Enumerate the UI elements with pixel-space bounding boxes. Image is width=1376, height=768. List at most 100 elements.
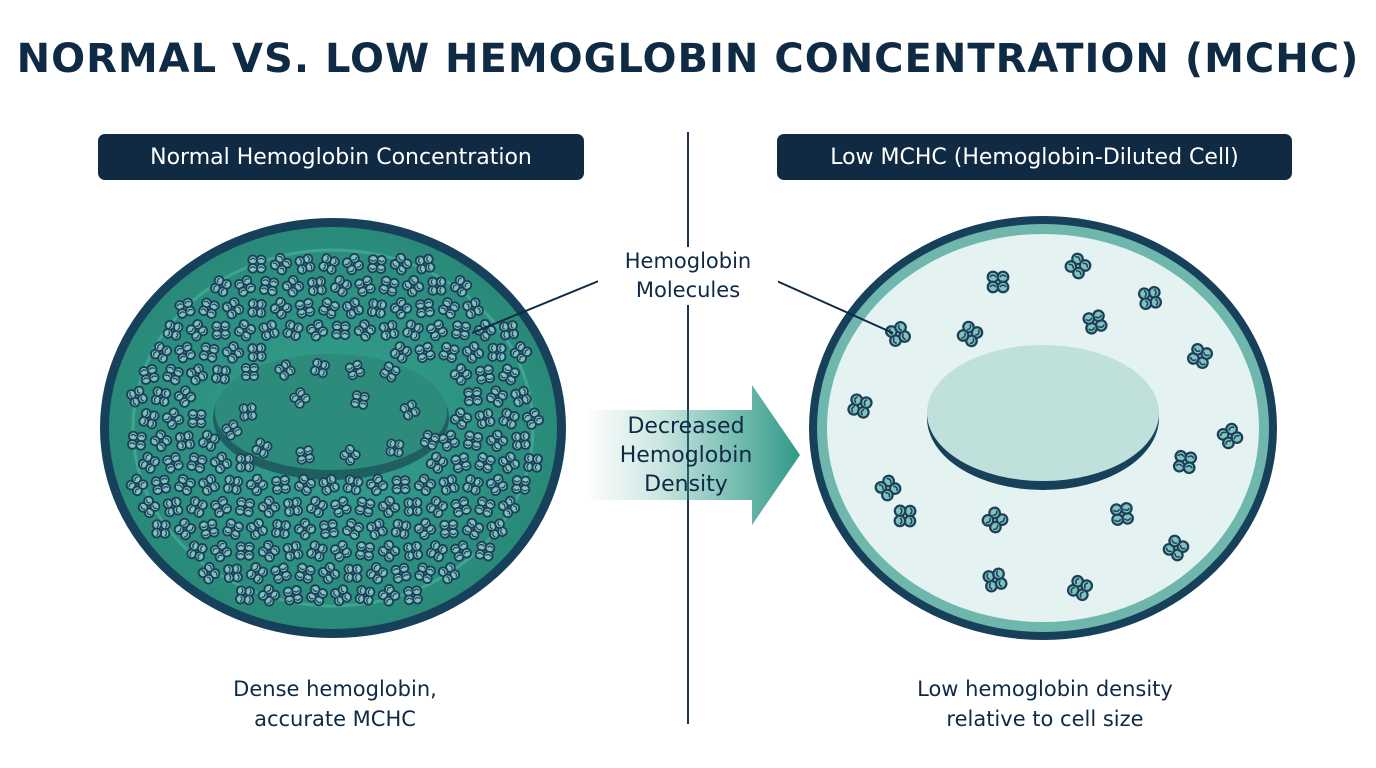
- dense-hemoglobin-molecule: [281, 274, 305, 298]
- dense-hemoglobin-molecule: [389, 252, 413, 276]
- dense-hemoglobin-molecule: [462, 474, 484, 496]
- dense-hemoglobin-molecule: [305, 584, 329, 607]
- dense-hemoglobin-molecule: [425, 495, 449, 519]
- dense-hemoglobin-molecule: [474, 496, 496, 518]
- dense-hemoglobin-molecule: [425, 451, 449, 475]
- dense-hemoglobin-molecule: [257, 495, 281, 519]
- dense-hemoglobin-molecule: [377, 495, 401, 519]
- dense-hemoglobin-molecule: [162, 363, 184, 386]
- dense-hemoglobin-molecule: [497, 451, 521, 474]
- dense-hemoglobin-molecule: [377, 583, 401, 607]
- dense-hemoglobin-molecule: [198, 297, 220, 319]
- dense-hemoglobin-molecule: [498, 320, 520, 341]
- dense-hemoglobin-molecule: [438, 429, 460, 452]
- dense-hemoglobin-molecule: [365, 561, 389, 585]
- dense-hemoglobin-molecule: [413, 517, 437, 541]
- dense-hemoglobin-molecule: [186, 496, 208, 518]
- decrease-arrow: [585, 385, 800, 525]
- dense-hemoglobin-molecule: [462, 297, 484, 320]
- dense-hemoglobin-molecule: [162, 319, 184, 341]
- dense-hemoglobin-molecule: [399, 399, 421, 421]
- dense-hemoglobin-molecule: [258, 275, 280, 297]
- dense-hemoglobin-molecule: [419, 429, 441, 451]
- sparse-hemoglobin-molecule: [1110, 502, 1134, 526]
- dense-hemoglobin-molecule: [247, 298, 267, 319]
- normal-panel-label: Normal Hemoglobin Concentration: [98, 134, 584, 180]
- dense-hemoglobin-molecule: [162, 496, 184, 518]
- dense-hemoglobin-molecule: [282, 585, 304, 606]
- sparse-hemoglobin-molecule: [1137, 285, 1163, 311]
- dense-hemoglobin-molecule: [354, 585, 376, 606]
- arrow-label: Decreased Hemoglobin Density: [596, 412, 776, 499]
- dense-hemoglobin-molecule: [197, 429, 221, 452]
- dense-hemoglobin-molecule: [222, 474, 244, 496]
- dense-hemoglobin-molecule: [474, 540, 496, 562]
- dense-hemoglobin-molecule: [449, 363, 473, 386]
- dense-hemoglobin-molecule: [305, 319, 329, 342]
- dense-hemoglobin-molecule: [354, 275, 376, 297]
- dense-hemoglobin-molecule: [390, 562, 412, 584]
- dense-hemoglobin-molecule: [413, 473, 437, 497]
- sparse-hemoglobin-molecule: [1216, 422, 1244, 450]
- dense-hemoglobin-molecule: [209, 451, 233, 475]
- sparse-hemoglobin-molecule: [847, 393, 873, 419]
- dense-hemoglobin-molecule: [402, 540, 424, 562]
- dense-hemoglobin-molecule: [137, 451, 161, 474]
- dense-hemoglobin-molecule: [461, 517, 485, 541]
- dense-hemoglobin-molecule: [449, 407, 473, 430]
- dense-molecules: [125, 252, 545, 607]
- sparse-hemoglobin-molecule: [885, 321, 911, 347]
- sparse-hemoglobin-molecule: [1066, 574, 1094, 602]
- dense-hemoglobin-molecule: [269, 252, 293, 276]
- dense-hemoglobin-molecule: [187, 409, 207, 429]
- dense-hemoglobin-molecule: [274, 359, 296, 381]
- dense-hemoglobin-molecule: [221, 341, 245, 364]
- molecules-callout-line1: Hemoglobin: [624, 249, 752, 273]
- dense-hemoglobin-molecule: [186, 540, 208, 562]
- dense-hemoglobin-molecule: [438, 474, 460, 496]
- dense-hemoglobin-molecule: [449, 274, 473, 298]
- dense-hemoglobin-molecule: [197, 473, 221, 496]
- dense-hemoglobin-molecule: [210, 364, 232, 385]
- sparse-hemoglobin-molecule: [986, 270, 1010, 294]
- dense-hemoglobin-molecule: [295, 445, 315, 465]
- dense-hemoglobin-molecule: [289, 387, 311, 409]
- dense-hemoglobin-molecule: [474, 452, 496, 474]
- dense-hemoglobin-molecule: [318, 297, 340, 320]
- arrow-label-line2: Hemoglobin: [619, 443, 753, 468]
- dense-hemoglobin-molecule: [344, 359, 366, 381]
- dense-hemoglobin-molecule: [485, 473, 509, 497]
- dense-hemoglobin-molecule: [149, 341, 173, 364]
- dense-hemoglobin-molecule: [523, 452, 543, 473]
- molecules-callout: Hemoglobin Molecules: [598, 247, 778, 305]
- sparse-hemoglobin-molecule: [982, 567, 1008, 593]
- dense-hemoglobin-molecule: [330, 496, 352, 518]
- dense-hemoglobin-molecule: [222, 518, 244, 540]
- dense-hemoglobin-molecule: [474, 408, 496, 430]
- dense-hemoglobin-molecule: [161, 407, 185, 430]
- dense-hemoglobin-molecule: [257, 583, 281, 607]
- dense-hemoglobin-molecule: [486, 518, 508, 540]
- low-mchc-caption-line2: relative to cell size: [946, 707, 1144, 731]
- dense-hemoglobin-molecule: [378, 275, 400, 297]
- low-mchc-caption-line1: Low hemoglobin density: [917, 677, 1173, 701]
- dense-hemoglobin-molecule: [390, 518, 412, 540]
- dense-hemoglobin-molecule: [138, 408, 160, 430]
- dense-hemoglobin-molecule: [367, 254, 387, 274]
- dense-hemoglobin-molecule: [294, 297, 316, 319]
- dense-hemoglobin-molecule: [462, 430, 484, 451]
- dense-hemoglobin-molecule: [331, 320, 351, 341]
- dense-hemoglobin-molecule: [403, 497, 423, 517]
- dense-hemoglobin-molecule: [197, 561, 221, 585]
- dense-hemoglobin-molecule: [185, 319, 209, 342]
- dense-hemoglobin-molecule: [282, 496, 304, 517]
- dense-hemoglobin-molecule: [174, 341, 196, 364]
- dense-hemoglobin-molecule: [318, 474, 340, 496]
- sparse-molecules: [847, 252, 1244, 602]
- dense-hemoglobin-molecule: [450, 320, 472, 341]
- dense-hemoglobin-molecule: [150, 386, 172, 407]
- dense-hemoglobin-molecule: [251, 437, 273, 459]
- dense-hemoglobin-molecule: [233, 275, 257, 298]
